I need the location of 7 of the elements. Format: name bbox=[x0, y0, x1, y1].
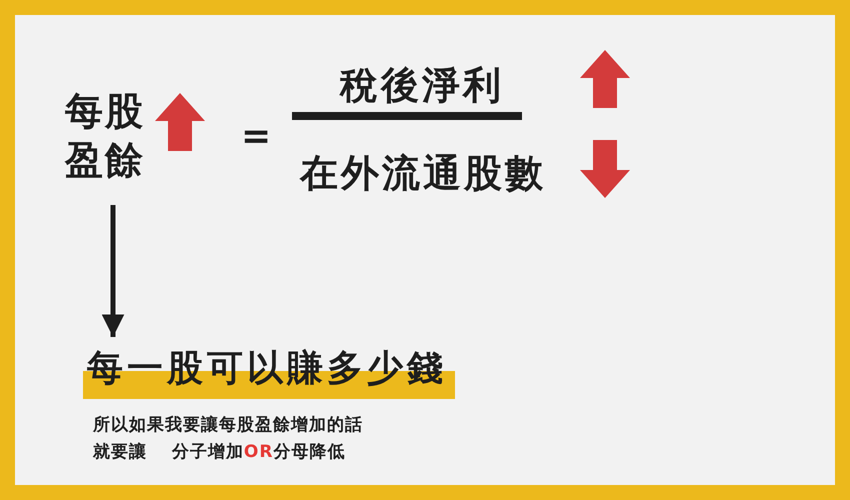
arrow bbox=[102, 205, 124, 337]
note-text: 所以如果我要讓每股盈餘增加的話 bbox=[93, 415, 363, 436]
note-text: 就要讓 分子增加OR分母降低 bbox=[93, 442, 346, 462]
fraction-text: 在外流通股數 bbox=[298, 151, 547, 197]
fraction-text: 稅後淨利 bbox=[338, 63, 505, 109]
term-text: 每股盈餘 bbox=[65, 87, 165, 186]
equals-sign: = bbox=[241, 115, 272, 158]
